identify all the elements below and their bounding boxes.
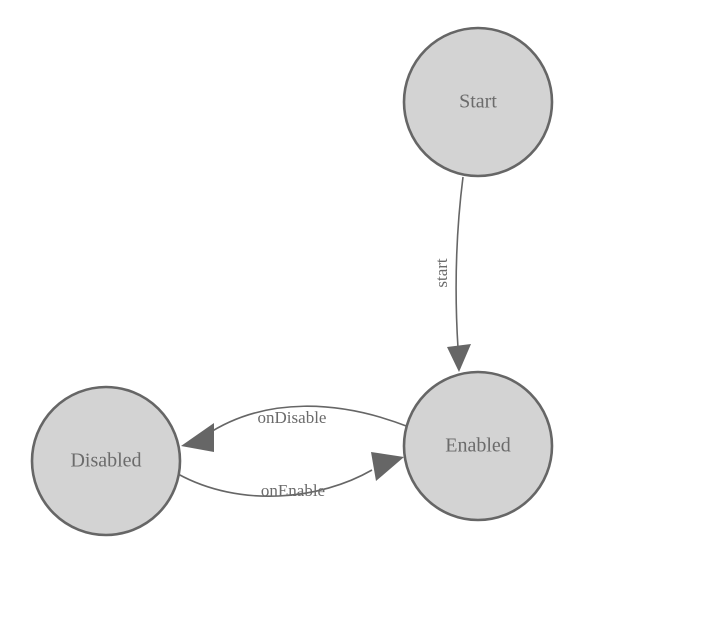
- edge-start-to-enabled-path: [455, 176, 464, 349]
- node-enabled-circle: [402, 370, 554, 522]
- edge-disabled-to-enabled-path: [177, 469, 373, 497]
- edge-label-start: start: [432, 258, 451, 288]
- edge-enabled-to-disabled-arrowhead: [181, 423, 214, 452]
- edge-enabled-to-disabled[interactable]: onDisable: [181, 405, 410, 452]
- edge-enabled-to-disabled-path: [205, 405, 410, 436]
- node-start-circle: [402, 26, 554, 178]
- edge-start-to-enabled[interactable]: start: [432, 176, 471, 372]
- edge-label-on-disable: onDisable: [258, 408, 327, 427]
- node-enabled[interactable]: Enabled: [402, 370, 554, 522]
- node-enabled-label: Enabled: [445, 435, 511, 457]
- edge-disabled-to-enabled-arrowhead: [371, 452, 404, 481]
- node-start[interactable]: Start: [402, 26, 554, 178]
- node-start-label: Start: [459, 91, 497, 113]
- node-disabled-circle: [30, 385, 182, 537]
- edge-disabled-to-enabled[interactable]: onEnable: [177, 452, 404, 500]
- node-disabled[interactable]: Disabled: [30, 385, 182, 537]
- edge-label-on-enable: onEnable: [261, 481, 325, 500]
- node-disabled-label: Disabled: [70, 450, 141, 472]
- edge-start-to-enabled-arrowhead: [447, 344, 471, 372]
